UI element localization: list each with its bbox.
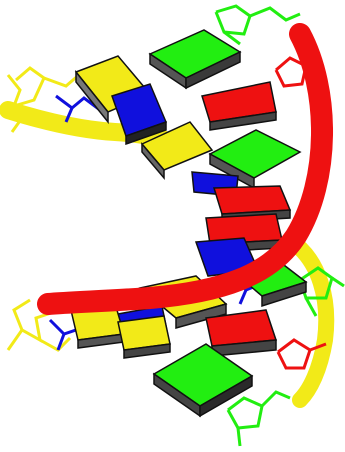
green-base-slab-top — [150, 30, 240, 88]
green-sugar-wireframe-top — [216, 6, 300, 44]
red-base-slab-1 — [202, 82, 276, 130]
green-base-slab-bottom — [154, 344, 252, 416]
green-sugar-wireframe-bottom — [228, 392, 290, 446]
red-base-slab-lower — [206, 310, 276, 356]
yellow-backbone-ribbon-lower — [290, 240, 326, 400]
yellow-base-slab-bottom-left — [118, 316, 170, 358]
